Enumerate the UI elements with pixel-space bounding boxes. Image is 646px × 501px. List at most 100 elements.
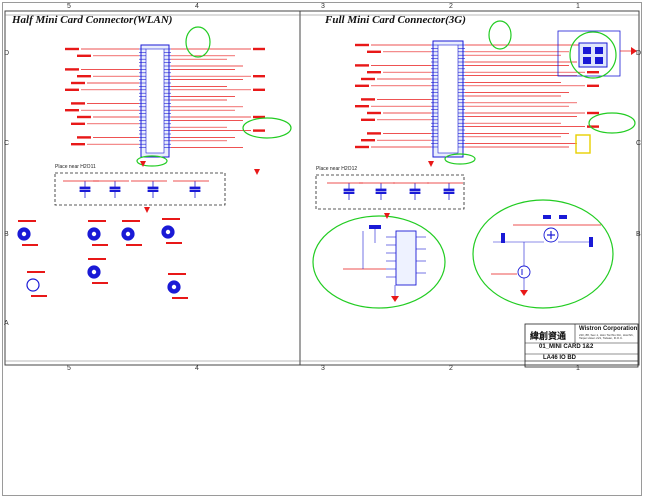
- hole-label-mark: [122, 220, 140, 222]
- net-label: [253, 88, 265, 91]
- mounting-hole-center: [171, 284, 177, 290]
- net-label: [367, 132, 381, 135]
- decap-plate: [147, 189, 159, 193]
- ruler-top-1: 1: [576, 3, 580, 10]
- g3-highlight-bottom: [444, 153, 476, 165]
- net-label: [587, 111, 599, 115]
- decap-plate: [79, 186, 91, 190]
- net-label: [77, 136, 91, 139]
- ruler-top-4: 4: [195, 3, 199, 10]
- g3-highlight-right: [588, 112, 636, 134]
- wlan-highlight-bottom: [136, 155, 168, 167]
- place-near-note-right: Place near H2O12: [316, 166, 358, 172]
- decap-plate: [443, 191, 455, 195]
- ruler-top-2: 2: [449, 3, 453, 10]
- ruler-right-C: C: [636, 140, 642, 147]
- decap-plate: [189, 189, 201, 193]
- yellow-highlight-box: [575, 134, 591, 154]
- net-label: [253, 75, 265, 78]
- hole-net-mark: [166, 242, 182, 244]
- net-label: [71, 122, 85, 125]
- net-label: [65, 68, 79, 71]
- sim-holder: [557, 30, 637, 79]
- ruler-left-A: A: [4, 320, 9, 327]
- decap-plate: [375, 188, 387, 192]
- ruler-bottom-5: 5: [67, 365, 71, 372]
- hole-label-mark: [27, 271, 45, 273]
- level-shift-highlight: [312, 215, 446, 309]
- mounting-hole-center: [21, 231, 27, 237]
- decap-plate: [147, 186, 159, 190]
- ruler-left-C: C: [4, 140, 10, 147]
- decap-plate: [343, 188, 355, 192]
- net-label: [71, 143, 85, 146]
- net-label: [65, 88, 79, 91]
- net-label: [587, 71, 599, 74]
- wlan-connector: [65, 44, 265, 158]
- schematic-canvas: [4, 10, 640, 368]
- mounting-hole-center: [165, 229, 171, 235]
- net-label: [355, 105, 369, 108]
- decap-plate: [409, 188, 421, 192]
- power-switch-circuit: [491, 215, 601, 296]
- hole-net-mark: [92, 282, 108, 284]
- title-block-company: Wistron Corporation: [579, 326, 638, 332]
- hole-label-mark: [162, 218, 180, 220]
- net-label: [367, 71, 381, 74]
- ruler-right-B: B: [636, 231, 641, 238]
- place-near-note-left: Place near H2O11: [55, 164, 96, 170]
- title-block: [524, 323, 639, 368]
- net-label: [361, 77, 375, 81]
- ruler-bottom-2: 2: [449, 365, 453, 372]
- net-label: [71, 81, 85, 85]
- schematic-sheet-frame: 5 4 3 2 1 5 4 3 2 1 D C B A D C B Half M…: [2, 2, 642, 496]
- hole-net-mark: [22, 244, 38, 246]
- test-point-group: [17, 218, 188, 299]
- ruler-bottom-4: 4: [195, 365, 199, 372]
- net-label: [367, 50, 381, 53]
- ruler-bottom-3: 3: [321, 365, 325, 372]
- hole-label-mark: [88, 220, 106, 222]
- hole-net-mark: [126, 244, 142, 246]
- level-shift-ic: [343, 225, 426, 302]
- net-label: [355, 64, 369, 67]
- mounting-hole-center: [91, 269, 97, 275]
- net-label: [361, 139, 375, 142]
- ruler-top-5: 5: [67, 3, 71, 10]
- decap-box-left: [54, 172, 226, 206]
- title-block-chinese-name: 緯創資通: [530, 332, 567, 342]
- net-label: [77, 54, 91, 57]
- decap-plate: [79, 189, 91, 193]
- hole-label-mark: [168, 273, 186, 275]
- net-label: [65, 109, 79, 112]
- ruler-left-D: D: [4, 50, 10, 57]
- ruler-bottom-1: 1: [576, 365, 580, 372]
- hole-label-mark: [88, 258, 106, 260]
- title-block-sheet-title: 01_MINI CARD 1&2: [539, 344, 594, 350]
- net-label: [355, 145, 369, 149]
- full-card-connector: [355, 40, 599, 158]
- hole-label-mark: [18, 220, 36, 222]
- left-panel-title: Half Mini Card Connector(WLAN): [12, 14, 173, 26]
- hole-net-mark: [92, 244, 108, 246]
- net-label: [355, 84, 369, 87]
- right-panel-title: Full Mini Card Connector(3G): [325, 14, 466, 26]
- decap-plate: [409, 191, 421, 195]
- net-label: [587, 84, 599, 87]
- wlan-highlight-right: [242, 117, 292, 139]
- decap-box-right: [315, 174, 465, 210]
- net-label: [587, 125, 599, 128]
- decap-plate: [109, 189, 121, 193]
- ruler-right-D: D: [636, 50, 642, 57]
- ground-symbols: [140, 161, 434, 219]
- net-label: [65, 47, 79, 51]
- hole-net-mark: [31, 295, 47, 297]
- ruler-top-3: 3: [321, 3, 325, 10]
- mounting-hole-center: [125, 231, 131, 237]
- net-label: [253, 115, 265, 119]
- decap-plate: [443, 188, 455, 192]
- ruler-left-B: B: [4, 231, 9, 238]
- sheet-border: [4, 10, 640, 366]
- net-label: [77, 75, 91, 78]
- net-label: [367, 111, 381, 115]
